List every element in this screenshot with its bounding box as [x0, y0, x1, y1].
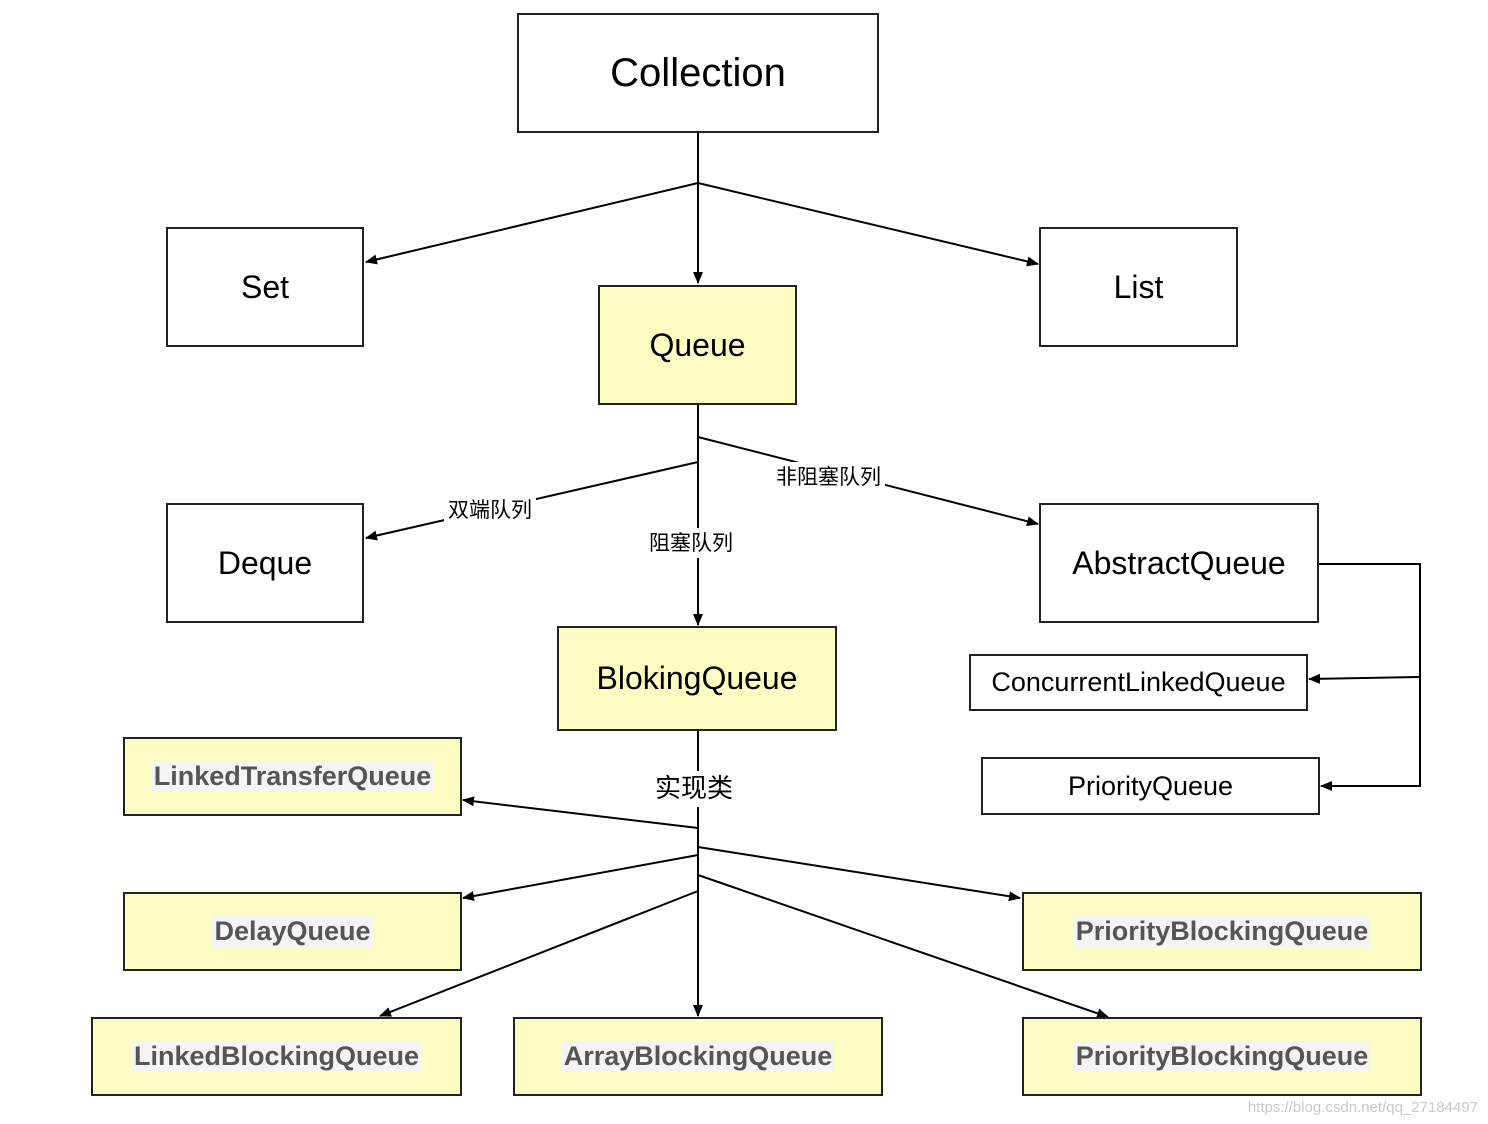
watermark: https://blog.csdn.net/qq_27184497: [1247, 1099, 1478, 1116]
node-concurrent-linked-queue: ConcurrentLinkedQueue: [969, 654, 1308, 711]
node-priority-queue-label: PriorityQueue: [1067, 770, 1234, 801]
node-linked-transfer-queue-label: LinkedTransferQueue: [151, 761, 434, 792]
node-queue-label: Queue: [649, 326, 746, 363]
node-blocking-queue: BlokingQueue: [557, 626, 837, 731]
node-delay-queue: DelayQueue: [123, 892, 462, 971]
node-deque-label: Deque: [217, 544, 313, 581]
node-list: List: [1039, 227, 1238, 347]
node-linked-transfer-queue: LinkedTransferQueue: [123, 737, 462, 816]
edge-label-deque: 双端队列: [444, 495, 536, 525]
node-array-blocking-queue-label: ArrayBlockingQueue: [561, 1041, 835, 1072]
node-deque: Deque: [166, 503, 364, 623]
node-linked-blocking-queue: LinkedBlockingQueue: [91, 1017, 462, 1096]
node-abstract-queue-label: AbstractQueue: [1072, 544, 1286, 581]
node-array-blocking-queue: ArrayBlockingQueue: [513, 1017, 883, 1096]
node-linked-blocking-queue-label: LinkedBlockingQueue: [131, 1041, 422, 1072]
node-priority-blocking-queue-1-label: PriorityBlockingQueue: [1073, 916, 1371, 947]
edge-label-non-blocking: 非阻塞队列: [772, 462, 885, 492]
node-abstract-queue: AbstractQueue: [1039, 503, 1319, 623]
node-priority-queue: PriorityQueue: [981, 757, 1320, 815]
edge-label-impl: 实现类: [651, 771, 738, 807]
node-set-label: Set: [240, 268, 290, 305]
node-collection: Collection: [517, 13, 879, 133]
node-priority-blocking-queue-2: PriorityBlockingQueue: [1022, 1017, 1422, 1096]
node-list-label: List: [1113, 268, 1164, 305]
node-delay-queue-label: DelayQueue: [212, 916, 373, 947]
node-concurrent-linked-queue-label: ConcurrentLinkedQueue: [991, 667, 1286, 697]
edge-label-blocking: 阻塞队列: [645, 528, 737, 558]
node-blocking-queue-label: BlokingQueue: [596, 660, 798, 696]
node-queue: Queue: [598, 285, 797, 405]
node-set: Set: [166, 227, 364, 347]
node-priority-blocking-queue-1: PriorityBlockingQueue: [1022, 892, 1422, 971]
node-priority-blocking-queue-2-label: PriorityBlockingQueue: [1073, 1041, 1371, 1072]
node-collection-label: Collection: [610, 50, 786, 95]
